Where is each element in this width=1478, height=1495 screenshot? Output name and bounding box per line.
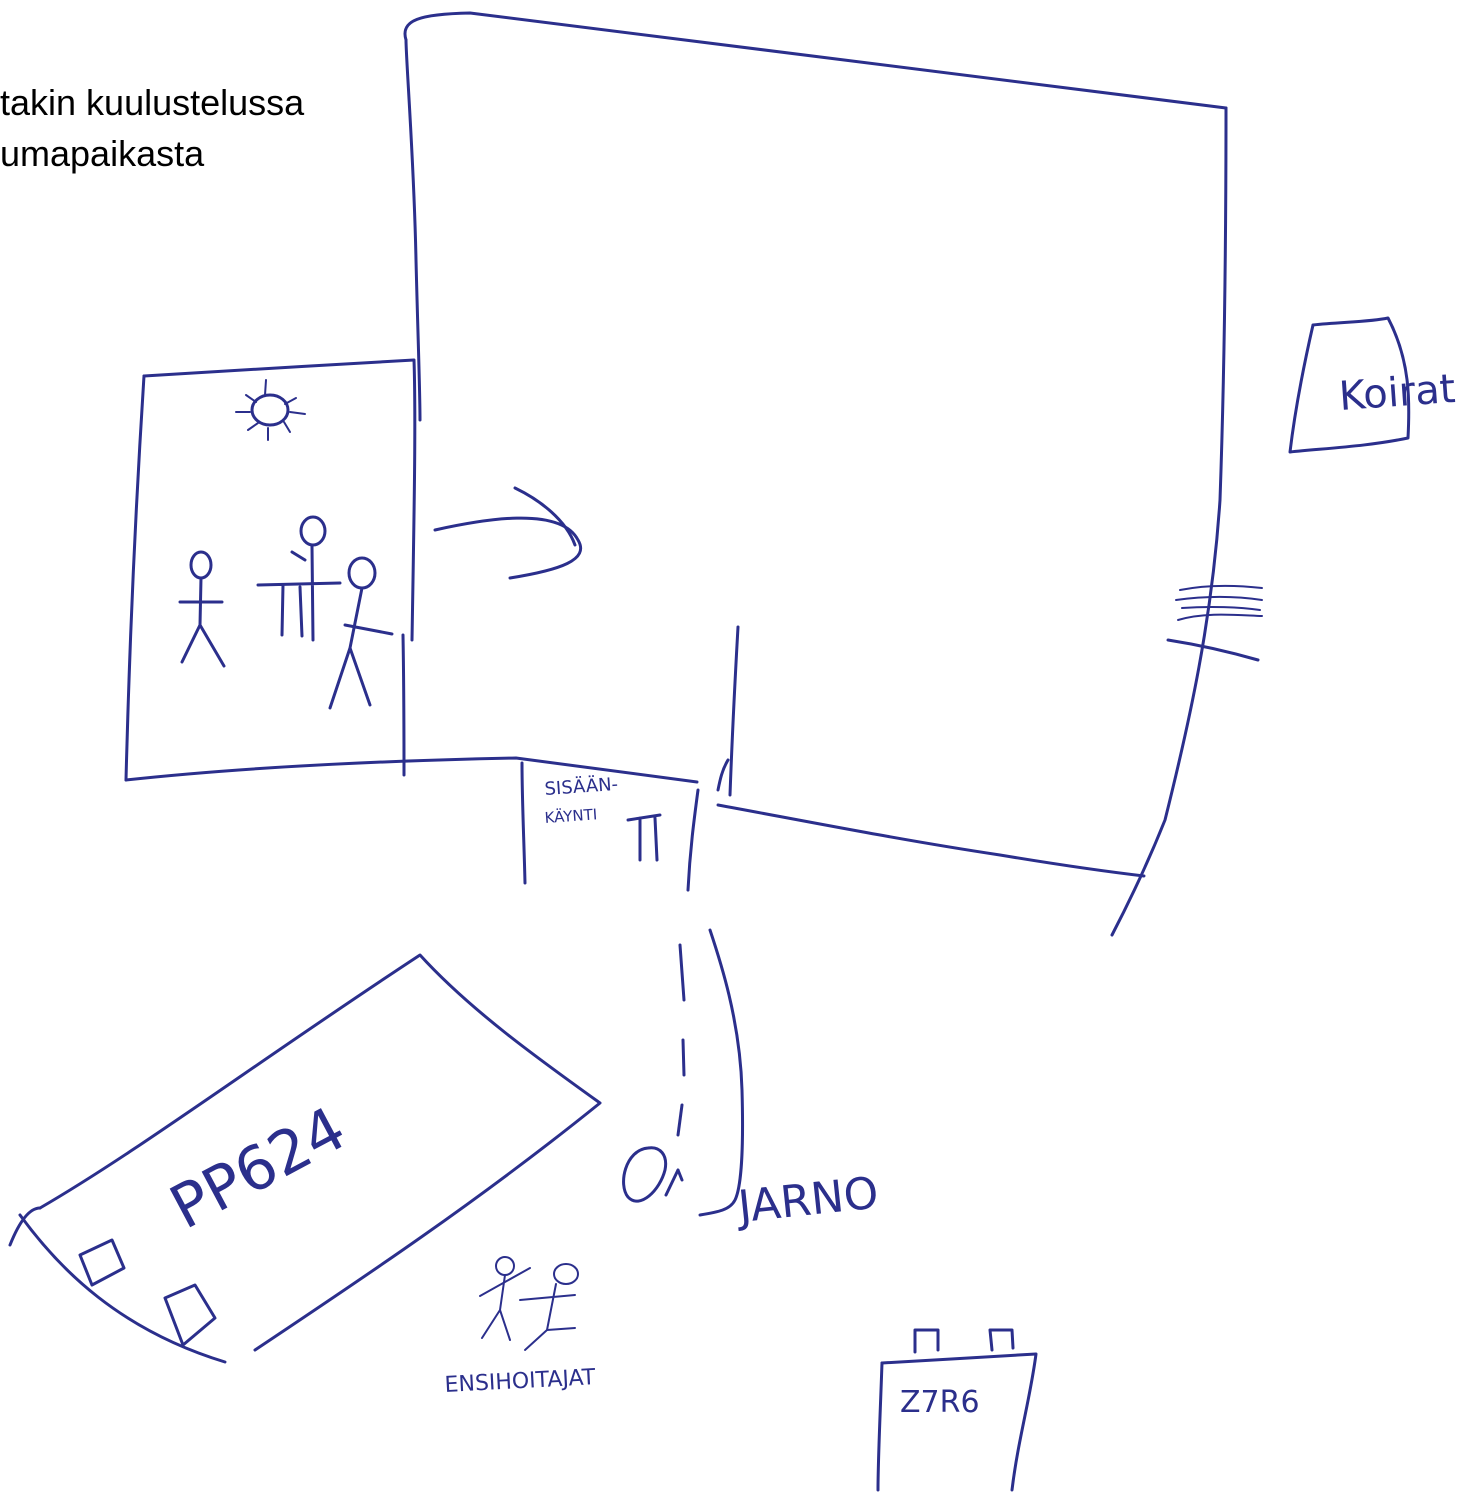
circle-marker (624, 1148, 666, 1201)
vehicle-pp624-label: PP624 (159, 1094, 357, 1244)
jarno-label: JARNO (733, 1168, 881, 1234)
stick-figure-1 (180, 552, 224, 666)
entrance-label-line-2: KÄYNTI (544, 804, 598, 827)
vehicle-pp624: PP624 (10, 955, 600, 1362)
koirat-label: Koirat (1337, 366, 1456, 420)
building-outline (403, 13, 1226, 935)
koirat-box: Koirat (1290, 318, 1457, 452)
vehicle-z7r6-label: Z7R6 (900, 1385, 980, 1420)
dashed-path (666, 930, 743, 1215)
stick-figure-2 (258, 517, 340, 640)
paramedics: ENSIHOITAJAT (444, 1257, 596, 1398)
vehicle-z7r6: Z7R6 (878, 1330, 1036, 1490)
arrow-into-building (435, 518, 581, 578)
side-door-mark (1168, 586, 1262, 660)
room-with-people (126, 360, 697, 782)
paramedics-label: ENSIHOITAJAT (444, 1365, 596, 1398)
entrance: SISÄÄN- KÄYNTI (522, 763, 698, 890)
sun-icon (236, 380, 305, 440)
stick-figure-3 (330, 558, 392, 708)
entrance-label-line-1: SISÄÄN- (544, 774, 619, 800)
